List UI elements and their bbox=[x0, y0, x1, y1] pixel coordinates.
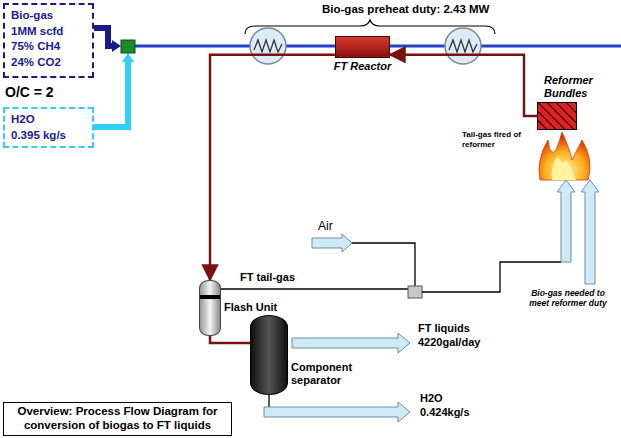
air-arrow bbox=[312, 234, 352, 252]
annotation: H2O bbox=[420, 392, 443, 405]
air-line bbox=[352, 243, 415, 286]
stream-text: 75% CH4 bbox=[11, 39, 86, 55]
biogas-fuel-arrow bbox=[581, 180, 599, 284]
annotation: Bio-gas preheat duty: 2.43 MW bbox=[322, 3, 489, 17]
feed-box: Bio-gas1MM scfd75% CH424% CO2 bbox=[3, 3, 94, 78]
annotation-text: Bio-gas needed to meet reformer duty bbox=[528, 288, 608, 308]
water-out-arrow bbox=[264, 402, 410, 422]
annotation-text: 0.424kg/s bbox=[420, 406, 470, 419]
annotation: Tail-gas fired of reformer bbox=[462, 130, 536, 149]
annotation: FT tail-gas bbox=[240, 271, 295, 284]
annotation-text: FT liquids bbox=[418, 322, 470, 335]
product-arrow bbox=[292, 333, 410, 353]
arrowhead bbox=[122, 53, 134, 62]
arrowhead bbox=[112, 40, 121, 52]
annotation: FT liquids bbox=[418, 322, 470, 335]
annotation: 4220gal/day bbox=[418, 336, 480, 349]
annotation: Bio-gas needed to meet reformer duty bbox=[528, 288, 608, 308]
stream-text: 1MM scfd bbox=[11, 24, 86, 40]
process-stream bbox=[210, 55, 335, 280]
annotation: 0.424kg/s bbox=[420, 406, 470, 419]
heat-exchanger bbox=[250, 28, 286, 64]
water-line bbox=[268, 394, 269, 407]
feed-box: H2O0.395 kg/s bbox=[3, 107, 94, 148]
reactor-box: FT Reactor bbox=[335, 36, 390, 58]
annotation-text: 4220gal/day bbox=[418, 336, 480, 349]
fuel-arrow bbox=[557, 180, 575, 262]
annotation-text: Air bbox=[318, 219, 333, 233]
stream-text: H2O bbox=[11, 112, 86, 128]
separator-vessel: Component separator bbox=[250, 315, 288, 395]
tail-gas-line bbox=[221, 288, 408, 289]
overview-box: Overview: Process Flow Diagram for conve… bbox=[3, 402, 232, 436]
stream-text: Bio-gas bbox=[11, 8, 86, 24]
flash-vessel: Flash Unit bbox=[199, 280, 221, 336]
unit-label: Reformer Bundles bbox=[544, 74, 606, 100]
annotation-text: FT tail-gas bbox=[240, 271, 295, 284]
annotation-text: H2O bbox=[420, 392, 443, 405]
unit-label: Component separator bbox=[291, 361, 357, 387]
brace bbox=[245, 20, 495, 34]
unit-label: Flash Unit bbox=[224, 301, 277, 314]
annotation: O/C = 2 bbox=[5, 84, 54, 101]
burner-flame bbox=[539, 132, 590, 180]
annotation-text: Bio-gas preheat duty: 2.43 MW bbox=[322, 3, 489, 17]
caption-text: Overview: Process Flow Diagram for conve… bbox=[8, 405, 227, 433]
mixer bbox=[121, 40, 135, 53]
stream-text: 24% CO2 bbox=[11, 55, 86, 71]
heat-exchanger bbox=[445, 28, 481, 64]
annotation: Air bbox=[318, 219, 333, 233]
unit-label: FT Reactor bbox=[334, 60, 391, 73]
fuel-line bbox=[422, 262, 561, 292]
biogas-feed-arrow bbox=[94, 28, 113, 46]
process-stream bbox=[390, 55, 537, 116]
air-mixer bbox=[408, 286, 422, 298]
water-feed-arrow bbox=[94, 62, 128, 127]
process-stream bbox=[210, 336, 250, 343]
reformer-box: Reformer Bundles bbox=[537, 102, 577, 130]
annotation-text: Tail-gas fired of reformer bbox=[462, 130, 536, 149]
stream-text: 0.395 kg/s bbox=[11, 128, 86, 144]
annotation-text: O/C = 2 bbox=[5, 84, 54, 101]
